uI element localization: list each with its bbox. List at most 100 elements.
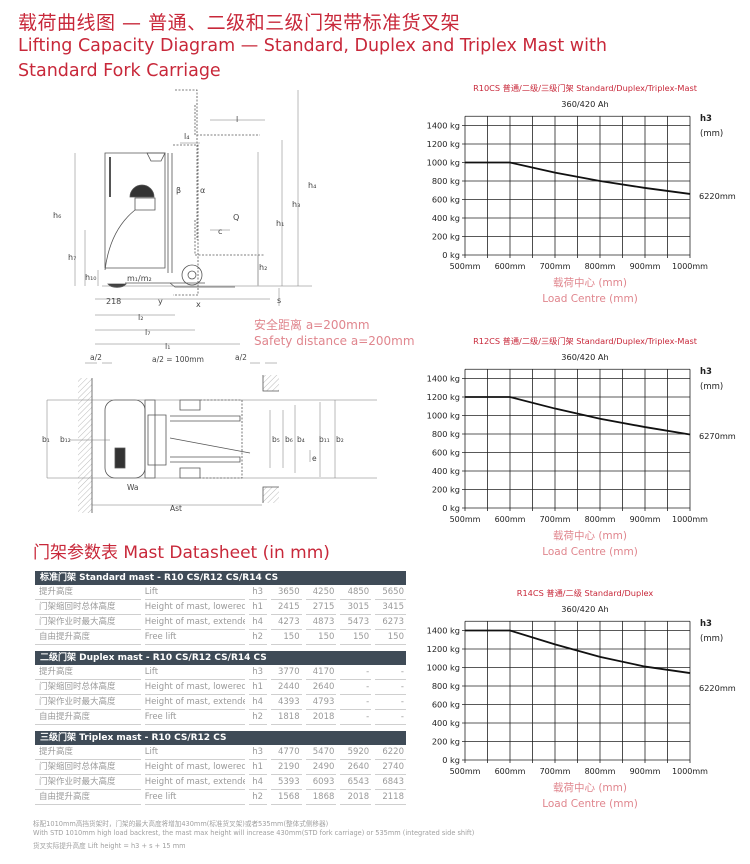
label-h3: h₃ bbox=[292, 200, 300, 209]
x-axis-label-en: Load Centre (mm) bbox=[542, 293, 638, 305]
table-cell: 2740 bbox=[375, 760, 406, 775]
table-cell: h2 bbox=[248, 710, 267, 725]
x-tick-label: 900mm bbox=[630, 262, 661, 271]
forklift-body bbox=[104, 89, 265, 296]
table-cell: 150 bbox=[305, 630, 337, 645]
label-218: 218 bbox=[106, 297, 121, 306]
h3-label: h3 bbox=[700, 367, 712, 377]
table-cell: 6843 bbox=[375, 775, 406, 790]
table-cell: h4 bbox=[248, 695, 267, 710]
table-cell: 2018 bbox=[305, 710, 337, 725]
table-cell: 6093 bbox=[305, 775, 337, 790]
capacity-curve bbox=[465, 161, 691, 195]
table-cell: 门架作业时最大高度 bbox=[35, 695, 141, 710]
table-cell: 3415 bbox=[375, 600, 406, 615]
label-m: m₁/m₂ bbox=[127, 274, 152, 283]
table-cell: 2640 bbox=[340, 760, 372, 775]
chart-subtitle: 360/420 Ah bbox=[561, 352, 608, 362]
y-tick-label: 1400 kg bbox=[427, 374, 460, 384]
table-section-header: 标准门架 Standard mast - R10 CS/R12 CS/R14 C… bbox=[35, 571, 406, 585]
y-tick-label: 600 kg bbox=[432, 195, 460, 205]
label-h10: h₁₀ bbox=[85, 273, 96, 282]
label-b11: b₁₁ bbox=[319, 435, 330, 444]
table-cell: 5650 bbox=[375, 585, 406, 600]
table-cell: 5920 bbox=[340, 745, 372, 760]
x-axis-label-cn: 载荷中心 (mm) bbox=[553, 276, 627, 289]
y-tick-label: 400 kg bbox=[432, 718, 460, 728]
table-cell: 自由提升高度 bbox=[35, 710, 141, 725]
chart-subtitle: 360/420 Ah bbox=[561, 604, 608, 614]
table-cell: - bbox=[375, 710, 406, 725]
table-cell: 自由提升高度 bbox=[35, 790, 141, 805]
table-cell: 门架作业时最大高度 bbox=[35, 775, 141, 790]
dimension-labels: l l₄ β α Q c h₁ h₂ h₃ h₄ h₆ h₇ h₁₀ m₁/m₂… bbox=[53, 115, 316, 351]
table-cell: - bbox=[375, 695, 406, 710]
label-alpha: α bbox=[200, 186, 205, 195]
table-cell: 5473 bbox=[340, 615, 372, 630]
y-tick-label: 1400 kg bbox=[427, 121, 460, 131]
table-cell: 2440 bbox=[270, 680, 302, 695]
x-tick-label: 700mm bbox=[540, 262, 571, 271]
y-tick-label: 1000 kg bbox=[427, 663, 460, 673]
table-cell: h2 bbox=[248, 790, 267, 805]
table-cell: Free lift bbox=[144, 790, 245, 805]
table-cell: - bbox=[375, 665, 406, 680]
capacity-curve bbox=[465, 629, 691, 674]
chart-subtitle: 360/420 Ah bbox=[561, 99, 608, 109]
table-cell: 150 bbox=[270, 630, 302, 645]
x-tick-label: 600mm bbox=[495, 262, 526, 271]
x-tick-label: 500mm bbox=[450, 262, 481, 271]
table-cell: h1 bbox=[248, 760, 267, 775]
table-cell: - bbox=[340, 710, 372, 725]
table-cell: 3770 bbox=[270, 665, 302, 680]
series-label: 6220mm bbox=[699, 191, 736, 201]
table-cell: Lift bbox=[144, 745, 245, 760]
wall-left bbox=[78, 378, 92, 513]
table-cell: 门架缩回时总体高度 bbox=[35, 760, 141, 775]
table-cell: 4873 bbox=[305, 615, 337, 630]
table-section-header: 三级门架 Triplex mast - R10 CS/R12 CS bbox=[35, 731, 406, 745]
y-tick-label: 1000 kg bbox=[427, 411, 460, 421]
y-tick-label: 800 kg bbox=[432, 176, 460, 186]
y-tick-label: 1200 kg bbox=[427, 644, 460, 654]
h3-label: h3 bbox=[700, 619, 712, 629]
series-label: 6220mm bbox=[699, 683, 736, 693]
table-cell: Lift bbox=[144, 665, 245, 680]
table-cell: 自由提升高度 bbox=[35, 630, 141, 645]
x-tick-label: 700mm bbox=[540, 515, 571, 524]
y-tick-label: 200 kg bbox=[432, 737, 460, 747]
y-tick-label: 800 kg bbox=[432, 429, 460, 439]
table-section-header: 二级门架 Duplex mast - R10 CS/R12 CS/R14 CS bbox=[35, 651, 406, 665]
table-cell: 5470 bbox=[305, 745, 337, 760]
table-cell: 1818 bbox=[270, 710, 302, 725]
table-cell: 提升高度 bbox=[35, 585, 141, 600]
label-b5: b₅ bbox=[272, 435, 280, 444]
label-l7: l₇ bbox=[145, 328, 150, 337]
table-cell: 4393 bbox=[270, 695, 302, 710]
y-tick-label: 800 kg bbox=[432, 681, 460, 691]
table-cell: 5393 bbox=[270, 775, 302, 790]
x-tick-label: 800mm bbox=[585, 262, 616, 271]
y-tick-label: 200 kg bbox=[432, 232, 460, 242]
label-a2-left: a/2 bbox=[90, 353, 102, 362]
label-h4: h₄ bbox=[308, 181, 316, 190]
table-cell: 150 bbox=[340, 630, 372, 645]
label-b12: b₁₂ bbox=[60, 435, 71, 444]
table-cell: h1 bbox=[248, 680, 267, 695]
table-cell: Height of mast, extended bbox=[144, 775, 245, 790]
x-axis-label-en: Load Centre (mm) bbox=[542, 546, 638, 558]
table-cell: - bbox=[340, 695, 372, 710]
x-tick-label: 900mm bbox=[630, 515, 661, 524]
footnote-2: With STD 1010mm high load backrest, the … bbox=[33, 829, 475, 837]
label-l2: l₂ bbox=[138, 313, 143, 322]
forklift-top-view-diagram: a/2 a/2 = 100mm a/2 b₁ b₁₂ b₅ b₆ b₄ b₁₁ … bbox=[42, 353, 377, 513]
